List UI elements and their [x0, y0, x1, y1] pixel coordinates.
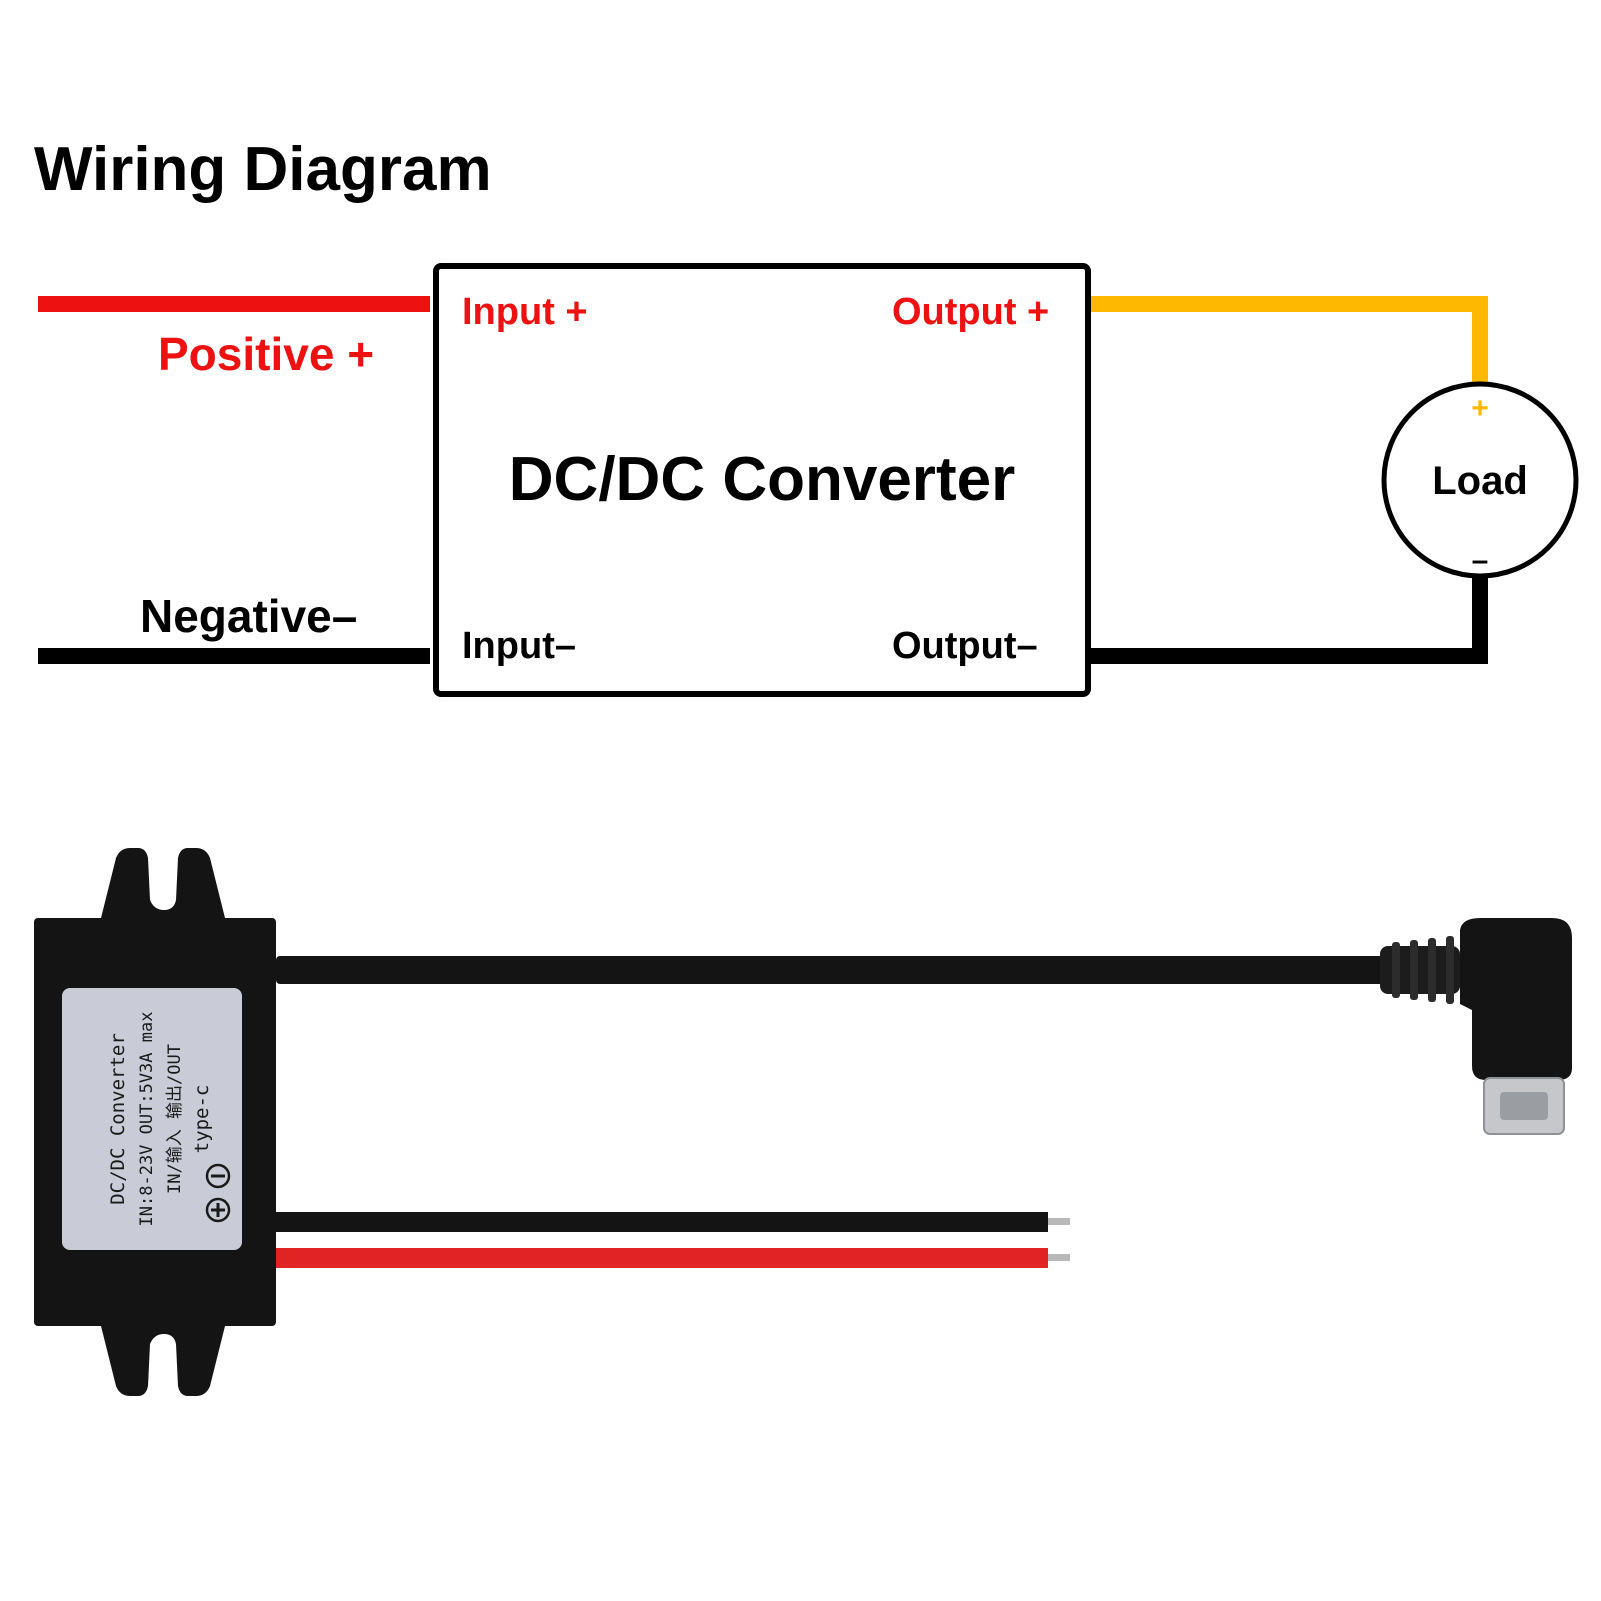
converter-device-illustration: DC/DC Converter IN:8-23V OUT:5V3A max IN…	[34, 848, 1572, 1396]
device-label-line1: DC/DC Converter	[107, 1033, 129, 1205]
output-minus-label: Output–	[892, 625, 1038, 667]
minus-symbol	[205, 1163, 231, 1189]
positive-input-wire	[38, 296, 430, 312]
output-plus-label: Output +	[892, 291, 1049, 333]
black-lead-tip	[1048, 1218, 1070, 1225]
converter-box	[433, 263, 1091, 697]
load-minus-sign: –	[1472, 544, 1489, 577]
strain-relief	[1380, 936, 1460, 1004]
device-label-line4: type-c	[191, 1085, 213, 1154]
top-mounting-tab	[100, 848, 226, 922]
device-label-plate	[62, 988, 242, 1250]
usb-c-plug-slot	[1500, 1092, 1548, 1120]
converter-title: DC/DC Converter	[509, 445, 1015, 514]
positive-output-wire	[1091, 296, 1488, 384]
red-lead-tip	[1048, 1254, 1070, 1261]
positive-label: Positive +	[158, 328, 374, 380]
input-plus-label: Input +	[462, 291, 588, 333]
page-title: Wiring Diagram	[34, 135, 492, 204]
device-label-line2: IN:8-23V OUT:5V3A max	[137, 1012, 157, 1227]
usb-c-connector-housing	[1460, 918, 1572, 1080]
input-minus-label: Input–	[462, 625, 576, 667]
bottom-mounting-tab	[100, 1322, 226, 1396]
negative-input-wire	[38, 648, 430, 664]
output-cable	[276, 956, 1386, 984]
negative-label: Negative–	[140, 590, 357, 642]
load-label: Load	[1432, 459, 1528, 503]
negative-output-wire	[1091, 576, 1488, 664]
device-label-line3: IN/输入 输出/OUT	[165, 1044, 185, 1194]
load-circle	[1381, 381, 1579, 579]
load-plus-sign: +	[1471, 392, 1489, 425]
black-input-lead	[276, 1212, 1048, 1232]
plus-symbol	[205, 1197, 231, 1223]
red-input-lead	[276, 1248, 1048, 1268]
